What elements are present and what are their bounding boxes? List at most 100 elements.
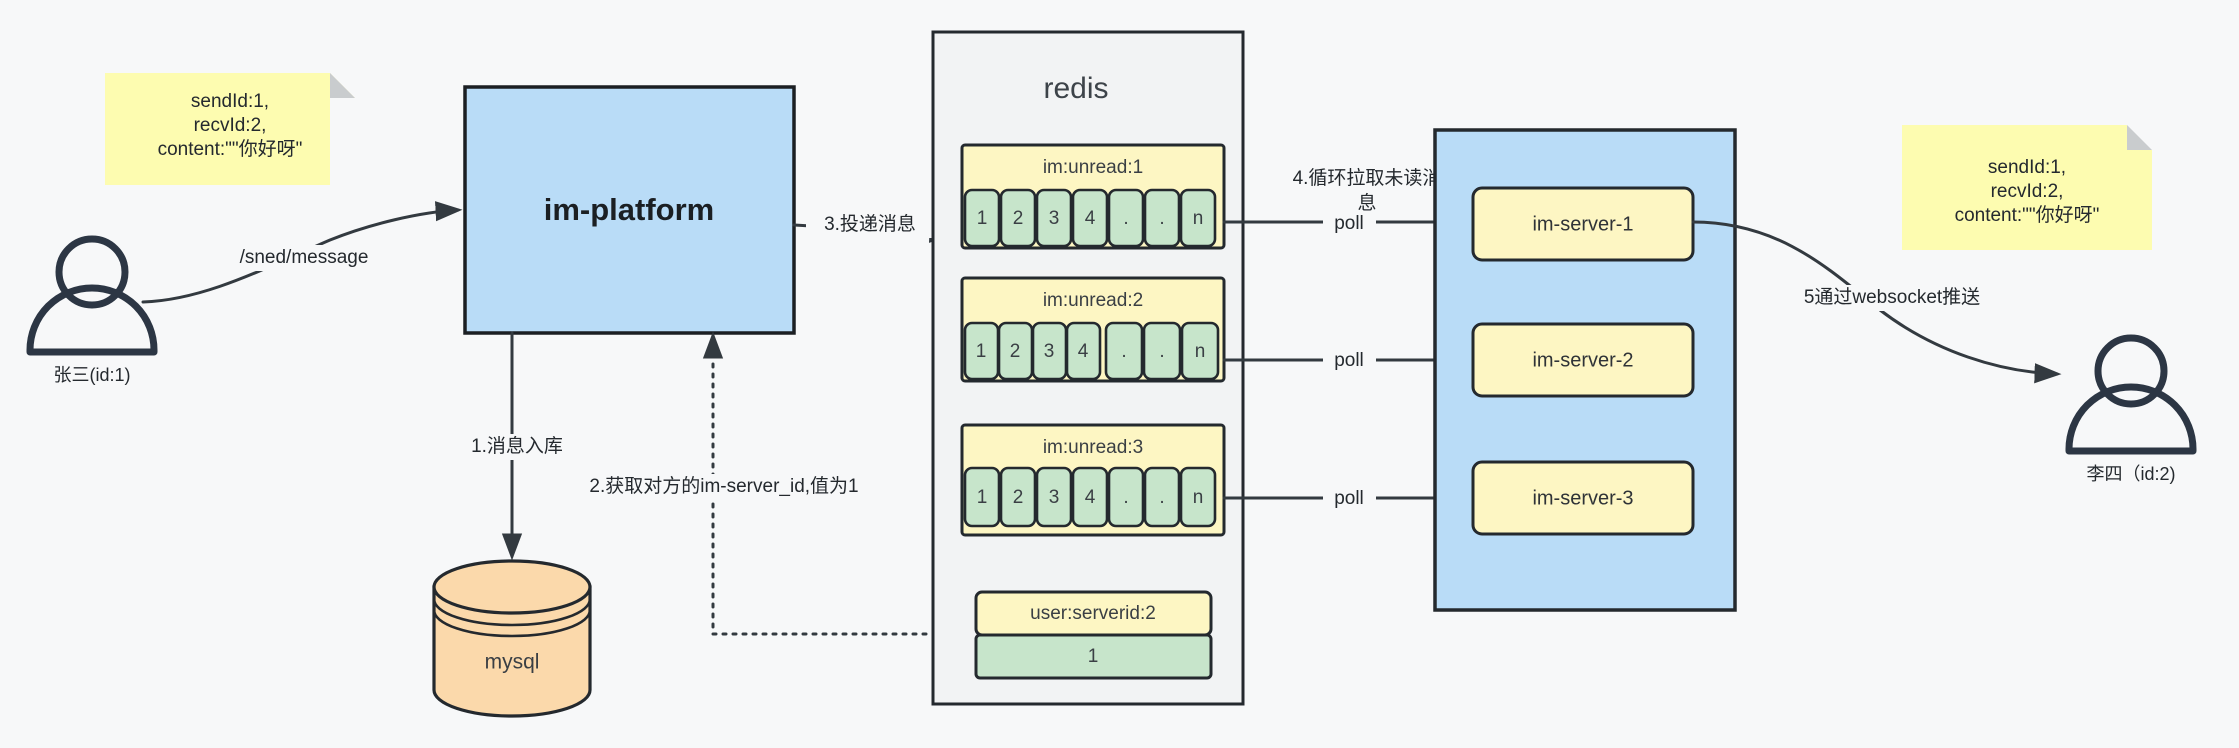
im-server-1-rect[interactable]	[1471, 186, 1695, 262]
list-cell[interactable]	[1179, 466, 1217, 528]
cell-label: 4	[1085, 208, 1096, 229]
note-left: sendId:1, recvId:2, content:""你好呀"	[105, 73, 355, 185]
im-server-2-rect[interactable]	[1471, 322, 1695, 398]
list-cell[interactable]	[1179, 188, 1217, 248]
edge-poll-1-label: poll	[1334, 213, 1364, 234]
mysql-top-ellipse	[432, 559, 592, 615]
list-cell[interactable]	[1071, 188, 1109, 248]
redis-list-0-key: im:unread:1	[1043, 157, 1143, 178]
edge-step5-label: 5通过websocket推送	[1804, 286, 1980, 308]
edge-step2-line	[702, 331, 978, 636]
cell-label: n	[1193, 487, 1204, 508]
edge-step2: 2.获取对方的im-server_id,值为1	[578, 331, 978, 636]
actor-receiver: 李四（id:2)	[2065, 334, 2197, 484]
list-cell[interactable]	[1035, 466, 1073, 528]
cell-label: 2	[1013, 487, 1024, 508]
note-right-body	[1902, 125, 2127, 250]
edge-poll-2-label: poll	[1334, 350, 1364, 371]
note-left-line1: sendId:1,	[191, 91, 269, 112]
cell-label: 3	[1049, 208, 1060, 229]
edge-step4-label-line2: 息	[1357, 192, 1376, 214]
edge-send-message-label-bg	[228, 245, 380, 271]
im-platform-box[interactable]: im-platform	[463, 85, 796, 335]
list-cell[interactable]	[1065, 321, 1102, 381]
cell-label: .	[1159, 208, 1164, 229]
cell-label: .	[1123, 487, 1128, 508]
im-platform-rect[interactable]	[463, 85, 796, 335]
list-cell[interactable]	[1104, 321, 1144, 381]
note-right-line2: recvId:2,	[1991, 181, 2064, 202]
redis-serverid-key: user:serverid:2	[1030, 603, 1156, 624]
redis-list-1-cells: 1 2 3 4 . . n	[963, 321, 1220, 381]
redis-list-1-key: im:unread:2	[1043, 290, 1143, 311]
im-server-2-box[interactable]: im-server-2	[1471, 322, 1695, 398]
edge-send-message-label: /sned/message	[240, 247, 369, 268]
im-server-3-box[interactable]: im-server-3	[1471, 460, 1695, 536]
cell-label: 1	[977, 487, 988, 508]
list-cell[interactable]	[1142, 321, 1182, 381]
sender-label: 张三(id:1)	[53, 365, 130, 385]
cell-label: .	[1121, 341, 1126, 362]
edge-poll-3-label-bg	[1323, 487, 1376, 511]
list-cell[interactable]	[1143, 466, 1181, 528]
edge-step5-label-bg	[1790, 285, 1994, 311]
list-cell[interactable]	[999, 466, 1037, 528]
redis-list-0-cells: 1 2 3 4 . . n	[963, 188, 1217, 248]
edge-poll-2-label-bg	[1323, 349, 1376, 373]
im-server-3-label: im-server-3	[1532, 487, 1633, 509]
redis-list-1[interactable]: im:unread:2 1 2 3 4 . . n	[960, 276, 1226, 383]
im-server-2-label: im-server-2	[1532, 349, 1633, 371]
im-platform-label: im-platform	[544, 192, 715, 227]
list-cell[interactable]	[1107, 188, 1145, 248]
edge-step4-label-line1: 4.循环拉取未读消	[1293, 167, 1442, 189]
redis-list-2-key: im:unread:3	[1043, 437, 1143, 458]
edge-step1-label: 1.消息入库	[471, 435, 563, 457]
im-server-1-box[interactable]: im-server-1	[1471, 186, 1695, 262]
note-left-fold-icon	[330, 73, 355, 98]
cell-label: 4	[1085, 487, 1096, 508]
note-right-fold-icon	[2127, 125, 2152, 150]
edge-step3: 3.投递消息	[792, 212, 957, 243]
cell-label: 1	[976, 341, 987, 362]
redis-serverid-value: 1	[1088, 646, 1099, 667]
cell-label: .	[1159, 487, 1164, 508]
list-cell[interactable]	[1107, 466, 1145, 528]
edge-step2-label: 2.获取对方的im-server_id,值为1	[589, 475, 858, 497]
im-server-3-rect[interactable]	[1471, 460, 1695, 536]
edge-step5: 5通过websocket推送	[1691, 220, 2062, 384]
receiver-label: 李四（id:2)	[2086, 464, 2175, 484]
note-right-line3: content:""你好呀"	[1955, 204, 2100, 226]
list-cell[interactable]	[1143, 188, 1181, 248]
list-cell[interactable]	[999, 188, 1037, 248]
edge-step3-label: 3.投递消息	[824, 213, 916, 235]
note-left-line2: recvId:2,	[194, 115, 267, 136]
im-server-1-label: im-server-1	[1532, 213, 1633, 235]
mysql-label: mysql	[485, 651, 540, 674]
cell-label: n	[1195, 341, 1206, 362]
cell-label: 3	[1044, 341, 1055, 362]
note-left-line3: content:""你好呀"	[158, 138, 303, 160]
redis-serverid-entry[interactable]: user:serverid:2 1	[974, 590, 1213, 680]
mysql-body[interactable]	[432, 585, 592, 718]
note-right-body-ext	[2127, 150, 2152, 250]
list-cell[interactable]	[1071, 466, 1109, 528]
cell-label: n	[1193, 208, 1204, 229]
list-cell[interactable]	[963, 466, 1001, 528]
list-cell[interactable]	[1180, 321, 1220, 381]
mysql-ring-2	[432, 609, 592, 638]
edge-poll-3: poll	[1222, 487, 1465, 511]
edge-poll-1-label-bg	[1323, 212, 1376, 236]
sender-body-icon	[26, 284, 158, 356]
list-cell[interactable]	[1035, 188, 1073, 248]
receiver-head-icon	[2094, 334, 2168, 408]
cell-label: 2	[1013, 208, 1024, 229]
redis-list-2[interactable]: im:unread:3 1 2 3 4 . . n	[960, 423, 1226, 537]
redis-serverid-value-box[interactable]	[974, 633, 1213, 680]
redis-list-0[interactable]: im:unread:1 1 2 3 4 . . n	[960, 143, 1226, 250]
list-cell[interactable]	[963, 188, 1001, 248]
edge-step2-label-bg	[578, 474, 870, 500]
note-right: sendId:1, recvId:2, content:""你好呀"	[1902, 125, 2152, 250]
mysql-database[interactable]: mysql	[432, 559, 592, 718]
